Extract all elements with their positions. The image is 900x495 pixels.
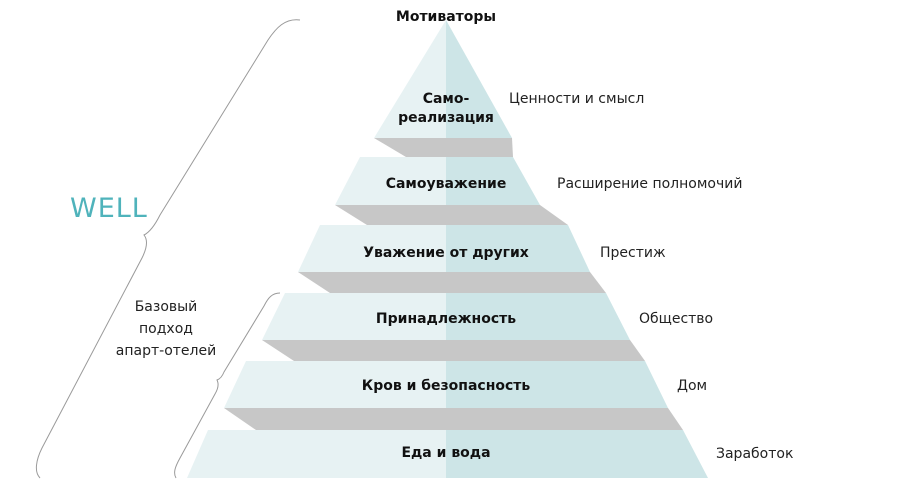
tier-right-face (446, 20, 512, 138)
base-approach-label: Базовый (135, 299, 198, 315)
level-label: Само- (423, 91, 470, 107)
motivators-header: Мотиваторы (396, 9, 496, 25)
level-label: Кров и безопасность (362, 378, 531, 394)
base-approach-label: подход (139, 321, 193, 337)
motivator-label: Ценности и смысл (509, 91, 644, 107)
base-brace (174, 292, 281, 479)
motivator-label: Заработок (716, 446, 793, 462)
level-label: Уважение от других (363, 245, 529, 261)
tier-right-face (446, 225, 590, 272)
motivator-label: Престиж (600, 245, 666, 261)
well-label: WELL (70, 193, 148, 224)
motivator-label: Расширение полномочий (557, 176, 742, 192)
tier-right-face (446, 361, 668, 408)
tier-left-face (335, 157, 446, 205)
tier-left-face (262, 293, 446, 340)
tier-right-face (446, 157, 540, 205)
pyramid-tiers (187, 20, 708, 478)
tier-separator-band (374, 138, 513, 157)
level-label: Самоуважение (386, 176, 507, 192)
well-brace (35, 19, 301, 479)
level-label: реализация (398, 110, 494, 126)
tier-separator-band (262, 340, 645, 361)
motivator-label: Дом (677, 378, 707, 394)
motivator-label: Общество (639, 311, 713, 327)
tier-separator-band (298, 272, 606, 293)
tier-left-face (224, 361, 446, 408)
level-label: Еда и вода (401, 445, 490, 461)
tier-separator-band (335, 205, 568, 225)
tier-right-face (446, 430, 708, 478)
tier-left-face (298, 225, 446, 272)
tier-left-face (374, 20, 446, 138)
base-approach-label: апарт-отелей (116, 343, 216, 359)
tier-right-face (446, 293, 630, 340)
tier-separator-band (224, 408, 683, 430)
tier-left-face (187, 430, 446, 478)
level-label: Принадлежность (376, 311, 516, 327)
